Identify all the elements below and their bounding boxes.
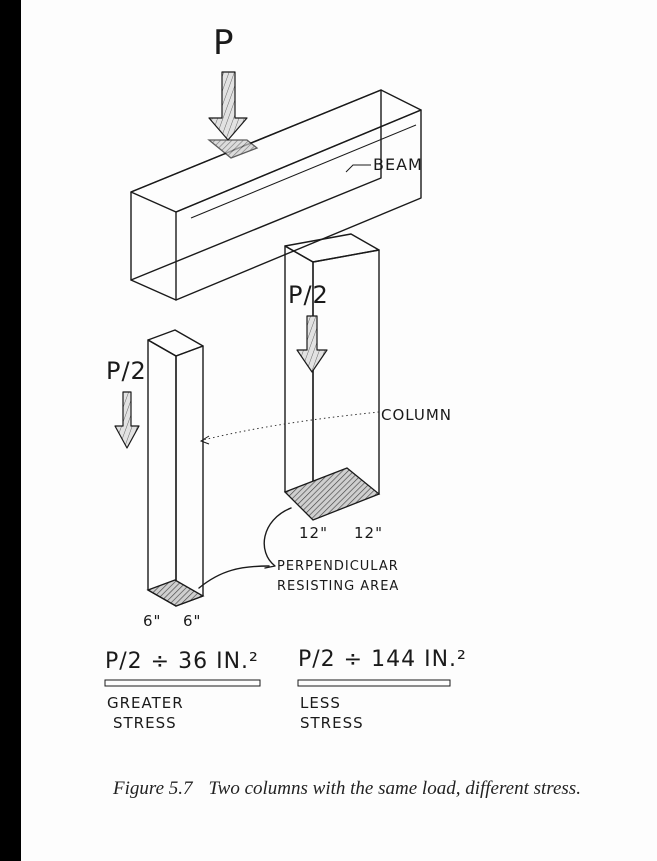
beam-label: BEAM xyxy=(373,155,423,174)
dim-left-a: 6" xyxy=(143,612,161,630)
load-arrow-p xyxy=(208,71,248,141)
stress-right: P/2 ÷ 144 IN.² LESS STRESS xyxy=(297,647,467,732)
column-leader: COLUMN xyxy=(199,406,452,445)
stress-left-line2: STRESS xyxy=(113,714,177,732)
load-label-left: P/2 xyxy=(106,357,147,385)
dim-right-b: 12" xyxy=(354,524,383,542)
dim-right-a: 12" xyxy=(299,524,328,542)
column-label: COLUMN xyxy=(381,406,452,424)
resisting-area-line1: PERPENDICULAR xyxy=(277,559,399,574)
stress-right-line2: STRESS xyxy=(300,714,364,732)
load-arrow-left xyxy=(114,391,140,449)
small-column xyxy=(146,329,205,607)
large-column xyxy=(283,233,381,521)
columns-diagram: P BEAM P/2 12" 12" xyxy=(104,23,467,732)
stress-left-line1: GREATER xyxy=(107,694,184,712)
load-label-right: P/2 xyxy=(288,281,329,309)
stress-left: P/2 ÷ 36 IN.² GREATER STRESS xyxy=(104,649,261,732)
stress-right-line1: LESS xyxy=(300,694,341,712)
stress-left-formula: P/2 ÷ 36 IN.² xyxy=(105,649,259,674)
caption-number: Figure 5.7 xyxy=(113,778,193,799)
load-arrow-right xyxy=(296,315,328,373)
beam-leader: BEAM xyxy=(345,155,423,174)
caption-text: Two columns with the same load, differen… xyxy=(208,778,581,799)
stress-right-formula: P/2 ÷ 144 IN.² xyxy=(298,647,467,672)
resisting-area-leader: PERPENDICULAR RESISTING AREA xyxy=(198,507,399,594)
load-label: P xyxy=(213,23,235,63)
resisting-area-line2: RESISTING AREA xyxy=(277,579,399,594)
beam xyxy=(130,89,422,301)
figure-page: P BEAM P/2 12" 12" xyxy=(21,0,657,861)
dim-left-b: 6" xyxy=(183,612,201,630)
figure-caption: Figure 5.7 Two columns with the same load… xyxy=(113,775,633,803)
